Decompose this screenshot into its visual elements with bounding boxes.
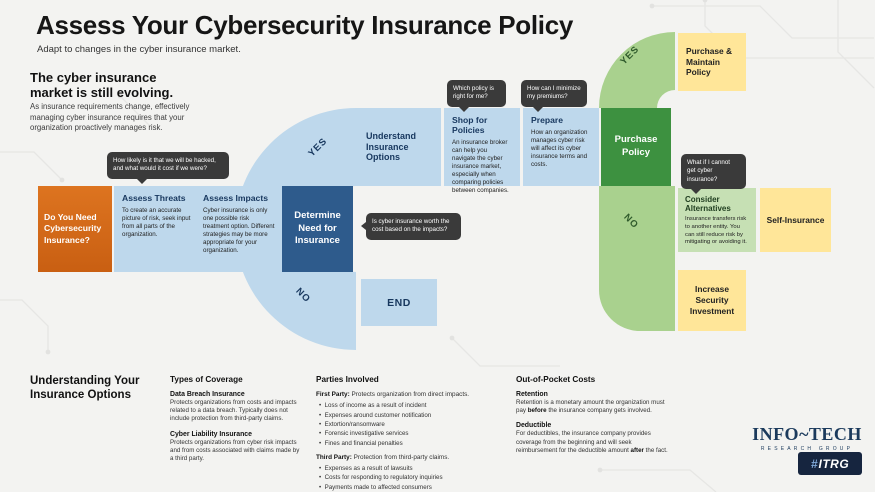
coverage-title: Types of Coverage	[170, 375, 243, 384]
itrg-logo-hash: #	[810, 456, 818, 471]
itrg-logo: # ITRG	[798, 452, 862, 475]
alternatives-title: Consider Alternatives	[685, 195, 731, 214]
maintain-policy-label: Purchase & Maintain Policy	[686, 45, 733, 78]
callout-hacked: How likely is it that we will be hacked,…	[107, 152, 229, 184]
callout-pointer	[533, 106, 543, 112]
callout-premiums-text: How can I minimize my premiums?	[527, 85, 581, 101]
assess-threats-title: Assess Threats	[122, 193, 186, 203]
intro-body: As insurance requirements change, effect…	[30, 102, 190, 133]
end-box: END	[361, 279, 437, 326]
coverage-item-name: Cyber Liability Insurance	[170, 430, 252, 438]
parties-title: Parties Involved	[316, 375, 379, 384]
list-item: Expenses as a result of lawsuits	[319, 464, 508, 473]
callout-hacked-text: How likely is it that we will be hacked,…	[113, 157, 216, 173]
list-item: Extortion/ransomware	[319, 420, 508, 429]
deductible-desc: For deductibles, the insurance company p…	[516, 430, 671, 455]
green-no-band	[599, 186, 675, 331]
assess-impacts-title: Assess Impacts	[203, 193, 268, 203]
page-title: Assess Your Cybersecurity Insurance Poli…	[36, 10, 574, 40]
page-subtitle: Adapt to changes in the cyber insurance …	[37, 44, 241, 55]
details-heading: Understanding Your Insurance Options	[30, 375, 140, 401]
assess-panel: Assess Threats To create an accurate pic…	[114, 186, 280, 272]
purchase-box-label: Purchase Policy	[614, 134, 658, 158]
understand-box-label: Understand Insurance Options	[366, 131, 417, 163]
deductible-desc-post: the fact.	[643, 446, 668, 454]
intro-heading: The cyber insurance market is still evol…	[30, 70, 174, 100]
list-item: Payments made to affected consumers	[319, 483, 508, 492]
assess-threats-body: To create an accurate picture of risk, s…	[122, 206, 191, 239]
callout-pointer	[691, 189, 701, 195]
prepare-box: Prepare How an organization manages cybe…	[523, 108, 599, 186]
list-item: Costs for responding to regulatory inqui…	[319, 473, 508, 482]
callout-which-policy-text: Which policy is right for me?	[453, 85, 494, 101]
callout-cannot-get-text: What if I cannot get cyber insurance?	[687, 159, 730, 183]
retention-desc-post: the insurance company gets involved.	[546, 407, 652, 415]
list-item: Fines and financial penalties	[319, 439, 508, 448]
maintain-policy-box: Purchase & Maintain Policy	[678, 33, 746, 91]
third-party-line: Third Party: Protection from third-party…	[316, 454, 508, 462]
callout-pointer	[361, 222, 366, 230]
first-party-list: Loss of income as a result of incident E…	[316, 401, 508, 447]
retention-desc-bold: before	[527, 407, 547, 415]
callout-pointer	[459, 106, 469, 112]
prepare-box-body: How an organization manages cyber risk w…	[531, 128, 588, 169]
first-party-desc: Protects organization from direct impact…	[349, 391, 470, 398]
start-box: Do You Need Cybersecurity Insurance?	[38, 186, 112, 272]
increase-security-label: Increase Security Investment	[689, 284, 735, 316]
assess-impacts-body: Cyber insurance is only one possible ris…	[203, 206, 275, 255]
shop-box-title: Shop for Policies	[452, 115, 488, 135]
green-yes-band	[599, 32, 675, 108]
retention-desc: Retention is a monetary amount the organ…	[516, 399, 671, 415]
purchase-box: Purchase Policy	[601, 108, 671, 186]
end-box-label: END	[387, 296, 411, 309]
deductible-desc-pre: For deductibles, the insurance company p…	[516, 430, 651, 454]
costs-title: Out-of-Pocket Costs	[516, 375, 596, 384]
retention-name: Retention	[516, 391, 548, 398]
costs-column: Out-of-Pocket Costs Retention Retention …	[516, 375, 671, 462]
prepare-box-title: Prepare	[531, 115, 564, 125]
self-insurance-label: Self-Insurance	[766, 214, 825, 225]
alternatives-box: Consider Alternatives Insurance transfer…	[678, 188, 756, 252]
assess-impacts: Assess Impacts Cyber insurance is only o…	[203, 193, 275, 255]
alternatives-body: Insurance transfers risk to another enti…	[685, 216, 747, 246]
shop-box-body: An insurance broker can help you navigat…	[452, 138, 509, 195]
callout-premiums: How can I minimize my premiums?	[521, 80, 587, 112]
callout-cannot-get: What if I cannot get cyber insurance?	[681, 154, 746, 195]
callout-pointer	[137, 178, 147, 184]
callout-worth: Is cyber insurance worth the cost based …	[361, 213, 461, 240]
itrg-logo-text: ITRG	[818, 456, 850, 471]
third-party-list: Expenses as a result of lawsuits Costs f…	[316, 464, 508, 492]
parties-column: Parties Involved First Party: Protects o…	[316, 375, 508, 492]
list-item: Forensic investigative services	[319, 429, 508, 438]
infotech-logo: INFO~TECH RESEARCH GROUP	[748, 424, 866, 452]
infotech-logo-wordmark: INFO~TECH	[752, 424, 862, 444]
callout-worth-text: Is cyber insurance worth the cost based …	[372, 218, 450, 234]
start-box-label: Do You Need Cybersecurity Insurance?	[44, 212, 102, 245]
infotech-logo-tagline: RESEARCH GROUP	[760, 446, 854, 452]
first-party-line: First Party: Protects organization from …	[316, 391, 508, 399]
understand-box: Understand Insurance Options	[356, 108, 441, 186]
deductible-name: Deductible	[516, 422, 552, 430]
list-item: Loss of income as a result of incident	[319, 401, 508, 410]
deductible-desc-bold: after	[630, 446, 644, 454]
third-party-label: Third Party:	[316, 453, 352, 461]
coverage-column: Types of Coverage Data Breach Insurance …	[170, 375, 302, 470]
determine-box: Determine Need for Insurance	[282, 186, 353, 272]
self-insurance-box: Self-Insurance	[760, 188, 831, 252]
retention-desc-pre: Retention is a monetary amount the organ…	[516, 399, 665, 415]
list-item: Expenses around customer notification	[319, 411, 508, 420]
coverage-item-desc: Protects organizations from cyber risk i…	[170, 438, 300, 462]
assess-threats: Assess Threats To create an accurate pic…	[122, 193, 194, 239]
coverage-item-name: Data Breach Insurance	[170, 391, 245, 398]
third-party-desc: Protection from third-party claims.	[351, 453, 450, 461]
increase-security-box: Increase Security Investment	[678, 270, 746, 331]
callout-which-policy: Which policy is right for me?	[447, 80, 506, 112]
coverage-item-desc: Protects organizations from costs and im…	[170, 399, 297, 423]
determine-box-label: Determine Need for Insurance	[294, 209, 341, 247]
first-party-label: First Party:	[316, 391, 350, 398]
shop-box: Shop for Policies An insurance broker ca…	[444, 108, 520, 194]
